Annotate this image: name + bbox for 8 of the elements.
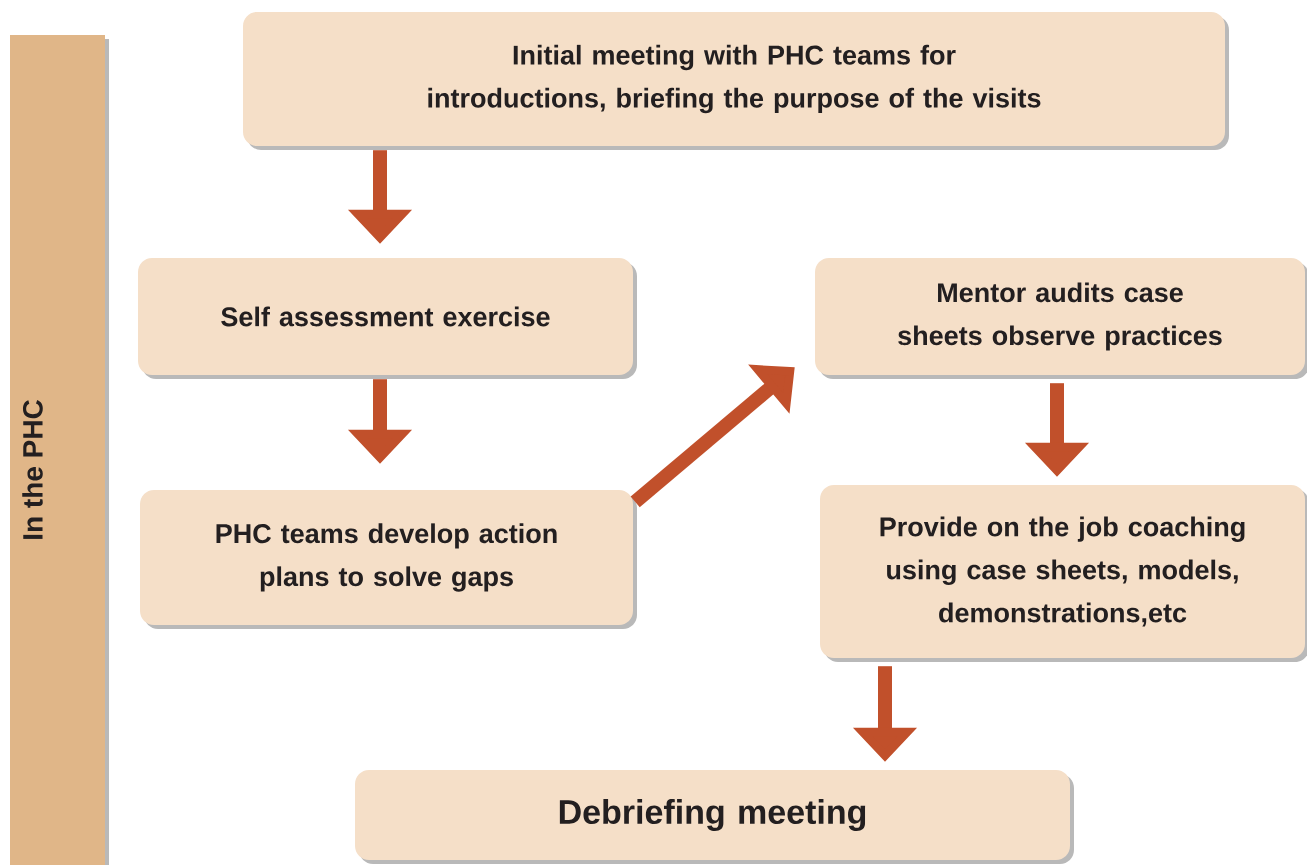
process-box: PHC teams develop action plans to solve gaps	[140, 490, 637, 629]
process-box: Mentor audits case sheets observe practices	[815, 258, 1307, 379]
process-box: Initial meeting with PHC teams for introductions, briefing the purpose of the visits	[243, 12, 1229, 150]
arrow	[630, 364, 795, 508]
process-box: Provide on the job coaching using case sheets, models, demonstrations,etc	[820, 485, 1307, 662]
process-box: Self assessment exercise	[138, 258, 637, 379]
side-band: In the PHC	[10, 35, 109, 865]
process-box: Debriefing meeting	[355, 770, 1074, 864]
